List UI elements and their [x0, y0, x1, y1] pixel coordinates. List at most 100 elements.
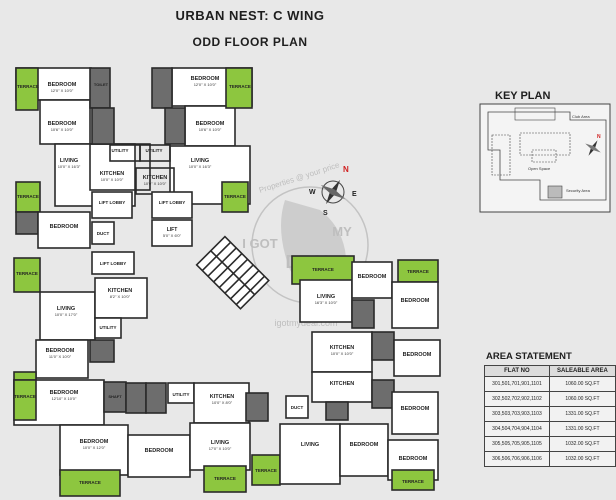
toilet-area: [351, 299, 375, 329]
label-living: LIVING: [191, 158, 209, 164]
plan-title: URBAN NEST: C WING: [175, 8, 325, 23]
toilet-area: [371, 331, 395, 361]
table-row: 305,505,705,905,1105 1032.00 SQ.FT: [484, 436, 616, 452]
terrace-area: [13, 257, 41, 293]
bedroom-area: [393, 339, 441, 377]
area-cell: 1032.00 SQ.FT: [548, 451, 616, 467]
key-compass-north: N: [597, 134, 601, 140]
label-living: LIVING: [57, 306, 75, 312]
toilet-area: [125, 382, 147, 414]
bedroom-area: [391, 391, 439, 435]
label-terrace: TERRACE: [312, 267, 334, 272]
terrace-area: [15, 67, 39, 111]
label-bedroom: BEDROOM: [50, 224, 79, 230]
compass-south: S: [323, 210, 328, 217]
label-dim-bedroom: 11'0" X 10'0": [49, 354, 72, 359]
label-dim-living: 10'0" X 16'3": [189, 164, 212, 169]
label-utility: UTILITY: [173, 392, 190, 397]
kitchen-area: [89, 143, 151, 191]
area-cell: 1060.00 SQ.FT: [548, 376, 616, 392]
label-dim-kitchen: 10'0" X 10'0": [144, 181, 167, 186]
label-terrace: TERRACE: [224, 194, 246, 199]
label-kitchen: KITCHEN: [100, 171, 124, 177]
bedroom-area: [59, 424, 129, 476]
flat-no-cell: 306,506,706,906,1106: [484, 451, 550, 467]
label-dim-kitchen: 10'0" X 10'0": [101, 177, 124, 182]
lift-lobby: [151, 191, 193, 219]
area-cell: 1032.00 SQ.FT: [548, 436, 616, 452]
toilet-area: [371, 379, 395, 409]
terrace-area: [15, 181, 41, 213]
label-kitchen: KITCHEN: [108, 288, 132, 294]
label-dim-bedroom: 12'0" X 10'0": [51, 88, 74, 93]
label-bedroom: BEDROOM: [196, 121, 225, 127]
lift-well: [151, 219, 193, 247]
key-plan-compass: N: [585, 134, 601, 156]
toilet-area: [89, 339, 115, 363]
duct: [285, 395, 309, 419]
terrace-area: [221, 181, 249, 213]
label-living: LIVING: [211, 440, 229, 446]
living-area: [189, 422, 251, 471]
toilet-area: [325, 401, 349, 421]
label-bedroom: BEDROOM: [191, 76, 220, 82]
label-dim-kitchen: 10'0" X 8'0": [212, 400, 233, 405]
key-plan-label: Security Area: [566, 188, 591, 193]
compass-east: E: [352, 191, 357, 198]
terrace-area: [59, 469, 121, 497]
label-bedroom: BEDROOM: [48, 121, 77, 127]
label-kitchen: KITCHEN: [143, 175, 167, 181]
label-bedroom: BEDROOM: [80, 439, 109, 445]
label-bedroom: BEDROOM: [50, 390, 79, 396]
flat-no-cell: 301,501,701,901,1101: [484, 376, 550, 392]
lift-lobby: [91, 251, 135, 275]
label-terrace: TERRACE: [16, 271, 38, 276]
label-bedroom: BEDROOM: [145, 448, 174, 454]
label-lift-lobby: LIFT LOBBY: [159, 200, 186, 205]
label-dim-kitchen: 8'2" X 10'0": [110, 294, 131, 299]
label-terrace: TERRACE: [17, 194, 39, 199]
label-utility: UTILITY: [146, 148, 163, 153]
core: [91, 191, 270, 310]
label-terrace: TERRACE: [79, 480, 101, 485]
room-labels: TERRACE BEDROOM 12'0" X 10'0" BEDROOM 10…: [14, 76, 432, 485]
bedroom-area: [37, 211, 91, 249]
flat-bottom: [59, 382, 281, 497]
label-duct: DUCT: [291, 405, 304, 410]
flat-no-cell: 303,503,703,903,1103: [484, 406, 550, 422]
toilet-area: [15, 211, 39, 235]
terrace-area: [203, 465, 247, 493]
watermark-url: igotmydeal.com: [274, 318, 337, 328]
bedroom-area: [391, 281, 439, 329]
area-cell: 1331.00 SQ.FT: [548, 421, 616, 437]
label-lift-lobby: LIFT LOBBY: [99, 200, 126, 205]
label-kitchen: KITCHEN: [210, 394, 234, 400]
compass-north: N: [343, 165, 349, 174]
watermark-badge-right: MY: [332, 224, 352, 239]
compass-rose: N E W S: [309, 165, 357, 217]
label-living: LIVING: [301, 442, 319, 448]
terrace-area: [391, 469, 435, 491]
bedroom-area: [127, 434, 191, 478]
area-table-header: FLAT NO SALEABLE AREA: [484, 365, 616, 377]
staircase: [195, 235, 270, 310]
flat-top-left: [15, 67, 151, 213]
label-bedroom: BEDROOM: [401, 298, 430, 304]
label-dim-living: 10'0" X 16'3": [58, 164, 81, 169]
living-area: [279, 423, 341, 485]
table-row: 304,504,704,904,1104 1331.00 SQ.FT: [484, 421, 616, 437]
table-row: 301,501,701,901,1101 1060.00 SQ.FT: [484, 376, 616, 392]
label-bedroom: BEDROOM: [358, 274, 387, 280]
toilet-area: [145, 382, 167, 414]
label-utility: UTILITY: [112, 148, 129, 153]
label-terrace: TERRACE: [229, 84, 251, 89]
area-cell: 1331.00 SQ.FT: [548, 406, 616, 422]
label-dim-lift: 5'0" X 6'0": [163, 233, 182, 238]
col-flat-no: FLAT NO: [484, 365, 550, 377]
key-plan: Open Space Security Area Club Area N: [479, 103, 611, 213]
toilet-area: [245, 392, 269, 422]
label-dim-kitchen: 10'0" X 10'0": [331, 351, 354, 356]
area-statement-table: FLAT NO SALEABLE AREA 301,501,701,901,11…: [484, 365, 616, 467]
table-row: 306,506,706,906,1106 1032.00 SQ.FT: [484, 451, 616, 467]
